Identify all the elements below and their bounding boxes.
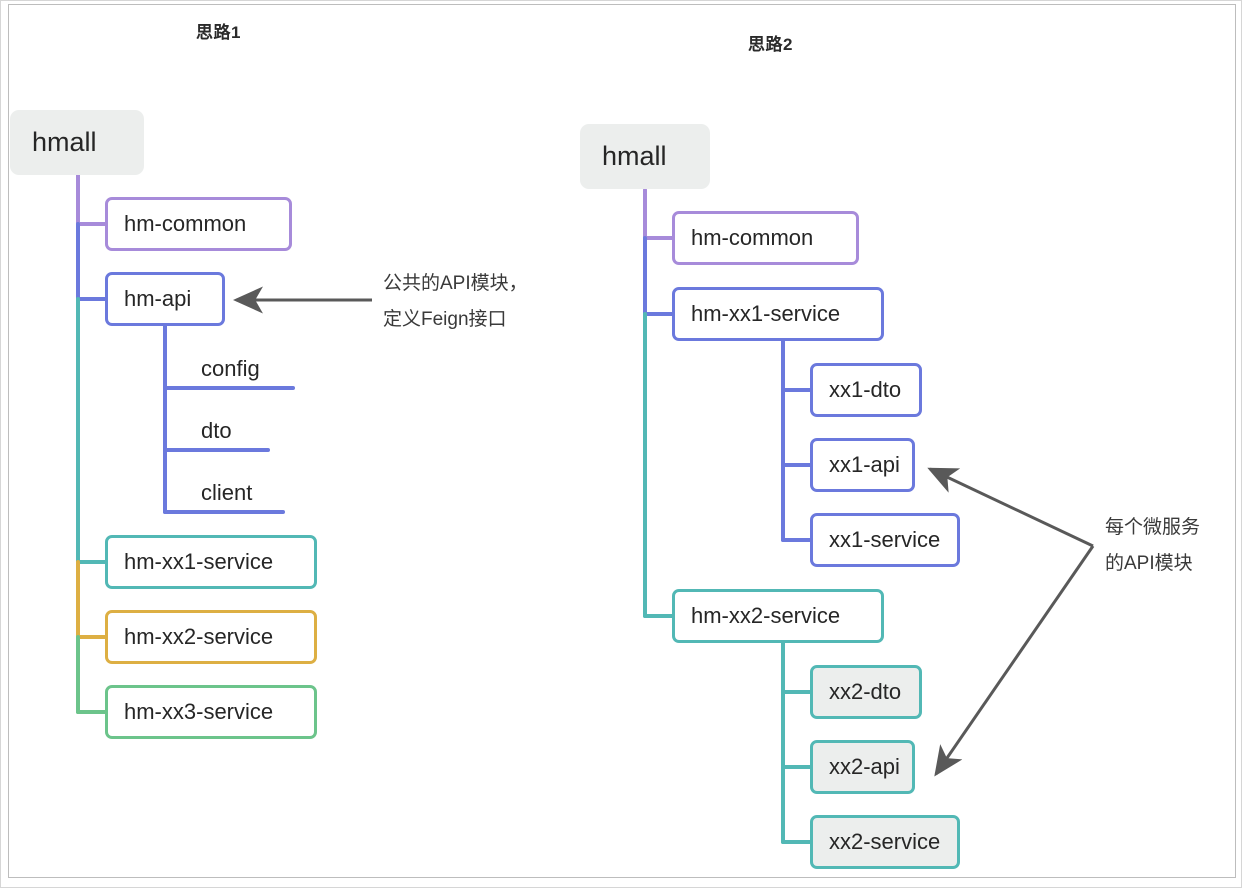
left-node-hm-api[interactable]: hm-api [105, 272, 225, 326]
node-label: xx1-api [829, 452, 900, 477]
left-root-hmall[interactable]: hmall [10, 110, 144, 175]
column-title-right: 思路2 [748, 35, 793, 54]
node-label: hm-common [691, 225, 814, 250]
node-label: xx2-api [829, 754, 900, 779]
right-node-xx2-service[interactable]: xx2-service [810, 815, 960, 869]
node-label: hm-common [124, 211, 247, 236]
node-label: xx1-dto [829, 377, 902, 402]
node-label: hm-api [124, 286, 192, 311]
node-label: hm-xx2-service [691, 603, 841, 628]
left-node-hm-common[interactable]: hm-common [105, 197, 292, 251]
left-node-hm-xx3-service[interactable]: hm-xx3-service [105, 685, 317, 739]
right-node-xx1-api[interactable]: xx1-api [810, 438, 915, 492]
node-label: dto [201, 418, 232, 443]
node-label: xx2-service [829, 829, 941, 854]
left-node-hm-xx2-service[interactable]: hm-xx2-service [105, 610, 317, 664]
left-annotation-line1: 公共的API模块， [383, 273, 528, 294]
right-annotation-arrow-lower [934, 545, 1095, 777]
left-node-dto[interactable]: dto [183, 412, 283, 450]
right-node-xx2-dto[interactable]: xx2-dto [810, 665, 922, 719]
left-node-config[interactable]: config [183, 350, 303, 388]
node-label: config [201, 356, 260, 381]
right-annotation-text: 每个微服务 的API模块 [1105, 510, 1200, 582]
right-node-xx1-service[interactable]: xx1-service [810, 513, 960, 567]
left-annotation-text: 公共的API模块， 定义Feign接口 [383, 266, 528, 338]
right-node-hm-common[interactable]: hm-common [672, 211, 859, 265]
right-node-hm-xx1-service[interactable]: hm-xx1-service [672, 287, 884, 341]
node-label: xx2-dto [829, 679, 902, 704]
right-annotation-line2: 的API模块 [1105, 553, 1193, 574]
column-title-left: 思路1 [196, 23, 241, 42]
node-label: xx1-service [829, 527, 941, 552]
left-annotation-line2: 定义Feign接口 [383, 309, 507, 330]
left-node-client[interactable]: client [183, 474, 293, 512]
right-node-hm-xx2-service[interactable]: hm-xx2-service [672, 589, 884, 643]
node-label: hm-xx1-service [691, 301, 841, 326]
right-node-xx2-api[interactable]: xx2-api [810, 740, 915, 794]
node-label: hm-xx2-service [124, 624, 274, 649]
right-annotation-line1: 每个微服务 [1105, 517, 1201, 538]
right-root-hmall[interactable]: hmall [580, 124, 710, 189]
node-label: hm-xx1-service [124, 549, 274, 574]
node-label: client [201, 480, 253, 505]
node-label: hm-xx3-service [124, 699, 274, 724]
right-node-xx1-dto[interactable]: xx1-dto [810, 363, 922, 417]
left-node-hm-xx1-service[interactable]: hm-xx1-service [105, 535, 317, 589]
node-label: hmall [32, 127, 97, 157]
node-label: hmall [602, 141, 667, 171]
